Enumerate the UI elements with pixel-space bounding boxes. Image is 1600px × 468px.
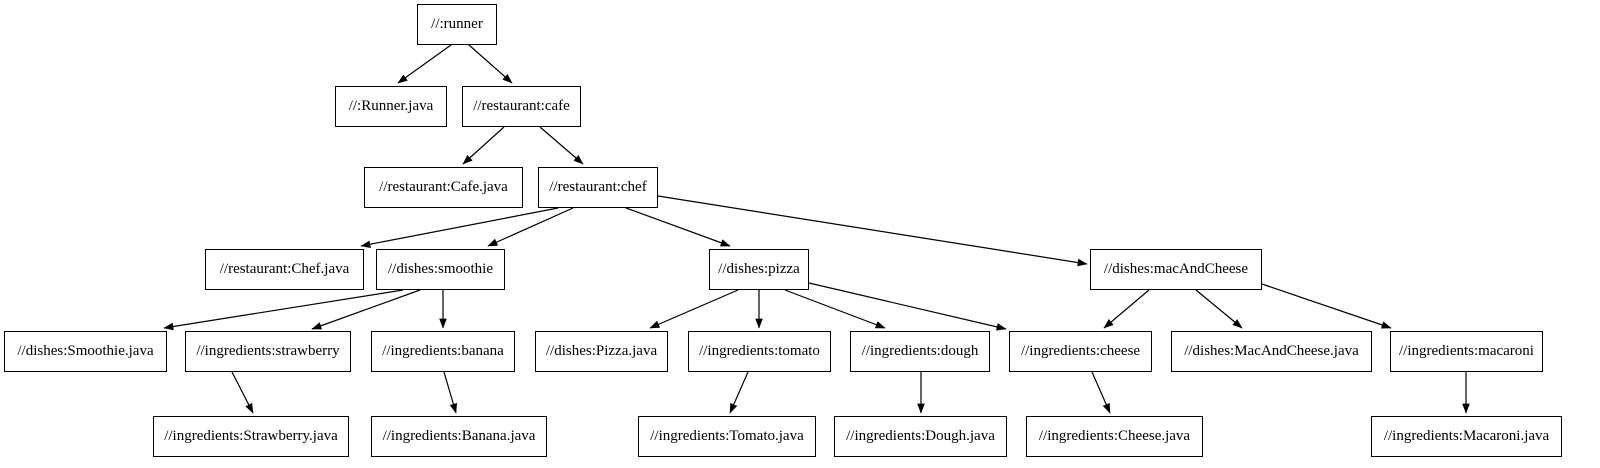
graph-node-ing-banana[interactable]: //ingredients:banana bbox=[371, 331, 515, 372]
graph-node-smoothie-java[interactable]: //dishes:Smoothie.java bbox=[4, 331, 167, 372]
graph-node-label: //ingredients:dough bbox=[861, 343, 979, 359]
graph-node-dishes-macandchs[interactable]: //dishes:macAndCheese bbox=[1090, 249, 1262, 290]
graph-edge-dishes-pizza-to-ing-cheese bbox=[808, 282, 1007, 331]
graph-node-label: //dishes:smoothie bbox=[388, 261, 493, 277]
graph-node-chef-java[interactable]: //restaurant:Chef.java bbox=[205, 249, 364, 290]
graph-node-ing-dough[interactable]: //ingredients:dough bbox=[850, 331, 990, 372]
graph-edge-ing-strawberry-to-strawberry-java bbox=[231, 371, 254, 414]
graph-node-cafe-java[interactable]: //restaurant:Cafe.java bbox=[364, 167, 523, 208]
graph-node-cheese-java[interactable]: //ingredients:Cheese.java bbox=[1026, 416, 1203, 457]
graph-node-label: //dishes:Pizza.java bbox=[545, 343, 658, 359]
graph-node-label: //:Runner.java bbox=[348, 98, 434, 114]
graph-node-ing-macaroni[interactable]: //ingredients:macaroni bbox=[1390, 331, 1543, 372]
graph-node-dishes-pizza[interactable]: //dishes:pizza bbox=[709, 249, 809, 290]
graph-edge-ing-cheese-to-cheese-java bbox=[1091, 371, 1111, 414]
graph-edge-dishes-smoothie-to-ing-strawberry bbox=[311, 289, 421, 330]
graph-edge-dishes-macandchs-to-ing-macaroni bbox=[1261, 283, 1392, 329]
graph-edge-restaurant-chef-to-dishes-pizza bbox=[625, 207, 731, 247]
graph-node-label: //ingredients:macaroni bbox=[1399, 343, 1534, 359]
graph-node-label: //ingredients:Dough.java bbox=[846, 428, 995, 444]
graph-node-label: //ingredients:Banana.java bbox=[382, 428, 536, 444]
graph-edge-dishes-smoothie-to-smoothie-java bbox=[163, 289, 404, 331]
graph-node-restaurant-cafe[interactable]: //restaurant:cafe bbox=[462, 86, 581, 127]
graph-node-tomato-java[interactable]: //ingredients:Tomato.java bbox=[638, 416, 816, 457]
graph-node-label: //ingredients:tomato bbox=[699, 343, 820, 359]
graph-edge-restaurant-chef-to-dishes-macandchs bbox=[657, 195, 1088, 267]
graph-node-label: //restaurant:Chef.java bbox=[219, 261, 350, 277]
graph-node-macaroni-java[interactable]: //ingredients:Macaroni.java bbox=[1371, 416, 1562, 457]
graph-node-label: //restaurant:cafe bbox=[473, 98, 570, 114]
graph-node-label: //ingredients:banana bbox=[382, 343, 504, 359]
graph-node-ing-strawberry[interactable]: //ingredients:strawberry bbox=[185, 331, 351, 372]
graph-node-banana-java[interactable]: //ingredients:Banana.java bbox=[371, 416, 547, 457]
graph-node-label: //ingredients:Strawberry.java bbox=[164, 428, 338, 444]
graph-edge-ing-banana-to-banana-java bbox=[443, 371, 458, 414]
graph-edge-dishes-pizza-to-pizza-java bbox=[649, 289, 739, 329]
graph-node-label: //ingredients:cheese bbox=[1020, 343, 1141, 359]
graph-edge-ing-tomato-to-tomato-java bbox=[729, 371, 749, 414]
graph-edge-dishes-pizza-to-ing-dough bbox=[784, 289, 886, 329]
graph-node-runner[interactable]: //:runner bbox=[417, 4, 497, 45]
graph-node-label: //restaurant:chef bbox=[549, 179, 647, 195]
graph-node-dishes-smoothie[interactable]: //dishes:smoothie bbox=[376, 249, 505, 290]
graph-node-label: //:runner bbox=[431, 16, 483, 32]
graph-node-restaurant-chef[interactable]: //restaurant:chef bbox=[538, 167, 658, 208]
graph-node-label: //dishes:pizza bbox=[718, 261, 800, 277]
graph-node-label: //ingredients:Cheese.java bbox=[1038, 428, 1191, 444]
graph-node-ing-tomato[interactable]: //ingredients:tomato bbox=[688, 331, 831, 372]
graph-node-label: //dishes:Smoothie.java bbox=[17, 343, 154, 359]
graph-node-ing-cheese[interactable]: //ingredients:cheese bbox=[1009, 331, 1152, 372]
graph-edge-restaurant-cafe-to-cafe-java bbox=[462, 126, 505, 165]
graph-edge-runner-to-restaurant-cafe bbox=[468, 44, 513, 84]
graph-node-pizza-java[interactable]: //dishes:Pizza.java bbox=[535, 331, 668, 372]
graph-edge-runner-to-runner-java bbox=[397, 44, 452, 84]
graph-node-label: //ingredients:strawberry bbox=[196, 343, 340, 359]
graph-node-label: //ingredients:Macaroni.java bbox=[1383, 428, 1550, 444]
graph-node-macandcheese-java[interactable]: //dishes:MacAndCheese.java bbox=[1171, 331, 1372, 372]
graph-node-label: //dishes:MacAndCheese.java bbox=[1184, 343, 1359, 359]
graph-node-strawberry-java[interactable]: //ingredients:Strawberry.java bbox=[153, 416, 349, 457]
graph-node-label: //ingredients:Tomato.java bbox=[650, 428, 804, 444]
edges-group bbox=[163, 44, 1470, 414]
graph-edge-restaurant-chef-to-dishes-smoothie bbox=[487, 207, 574, 247]
graph-edge-restaurant-chef-to-chef-java bbox=[360, 207, 559, 248]
graph-node-label: //dishes:macAndCheese bbox=[1103, 261, 1249, 277]
graph-node-runner-java[interactable]: //:Runner.java bbox=[335, 86, 447, 127]
graph-edge-restaurant-cafe-to-restaurant-chef bbox=[539, 126, 584, 165]
graph-node-dough-java[interactable]: //ingredients:Dough.java bbox=[834, 416, 1007, 457]
graph-edge-dishes-macandchs-to-macandcheese-java bbox=[1195, 289, 1243, 329]
graph-edge-dishes-macandchs-to-ing-cheese bbox=[1103, 289, 1150, 329]
graph-node-label: //restaurant:Cafe.java bbox=[379, 179, 508, 195]
